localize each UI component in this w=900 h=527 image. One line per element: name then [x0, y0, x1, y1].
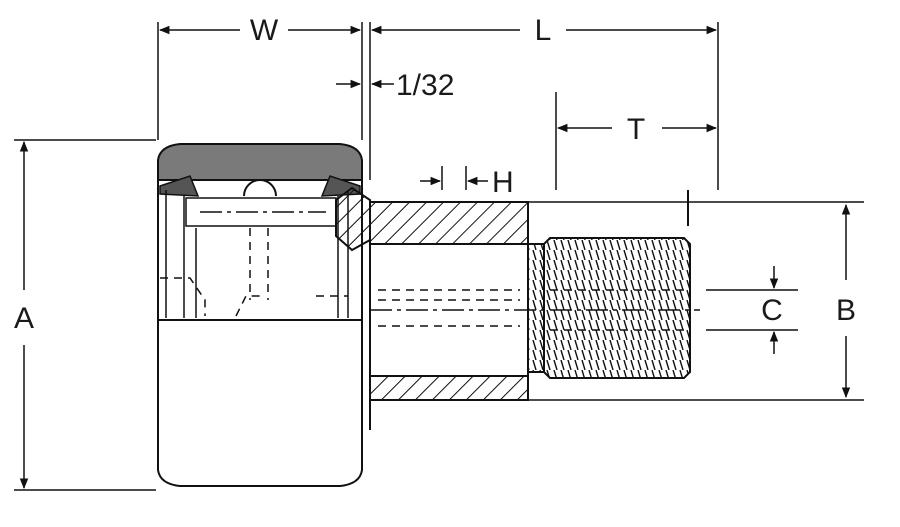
- hidden-socket: [160, 277, 206, 316]
- dim-T: T: [555, 92, 718, 190]
- B-label: B: [836, 294, 856, 327]
- tire-top: [157, 143, 363, 181]
- H-label: H: [492, 166, 514, 199]
- flange-hatch: [335, 186, 371, 252]
- gap-label: 1/32: [396, 69, 454, 102]
- dim-A: A: [14, 139, 156, 491]
- C-label: C: [761, 294, 783, 327]
- A-label: A: [14, 302, 34, 335]
- tire-body: [157, 319, 363, 487]
- stud-body: [369, 201, 700, 401]
- dim-L: L: [369, 14, 719, 190]
- dim-W: W: [157, 14, 363, 140]
- T-label: T: [627, 113, 645, 146]
- threads: [527, 237, 691, 379]
- dim-C: C: [706, 266, 798, 354]
- left-seal: [159, 175, 200, 197]
- W-label: W: [250, 14, 279, 47]
- outer-roller: [157, 143, 363, 487]
- threaded-end: [527, 237, 691, 379]
- stud-top-section: [369, 201, 529, 245]
- stud-bottom-section: [369, 375, 529, 401]
- dim-gap: 1/32: [336, 69, 454, 102]
- dim-B: B: [528, 190, 864, 401]
- hidden-socket-2: [235, 295, 262, 317]
- dim-H: H: [420, 166, 514, 199]
- L-label: L: [535, 14, 552, 47]
- lube-hole: [243, 179, 277, 197]
